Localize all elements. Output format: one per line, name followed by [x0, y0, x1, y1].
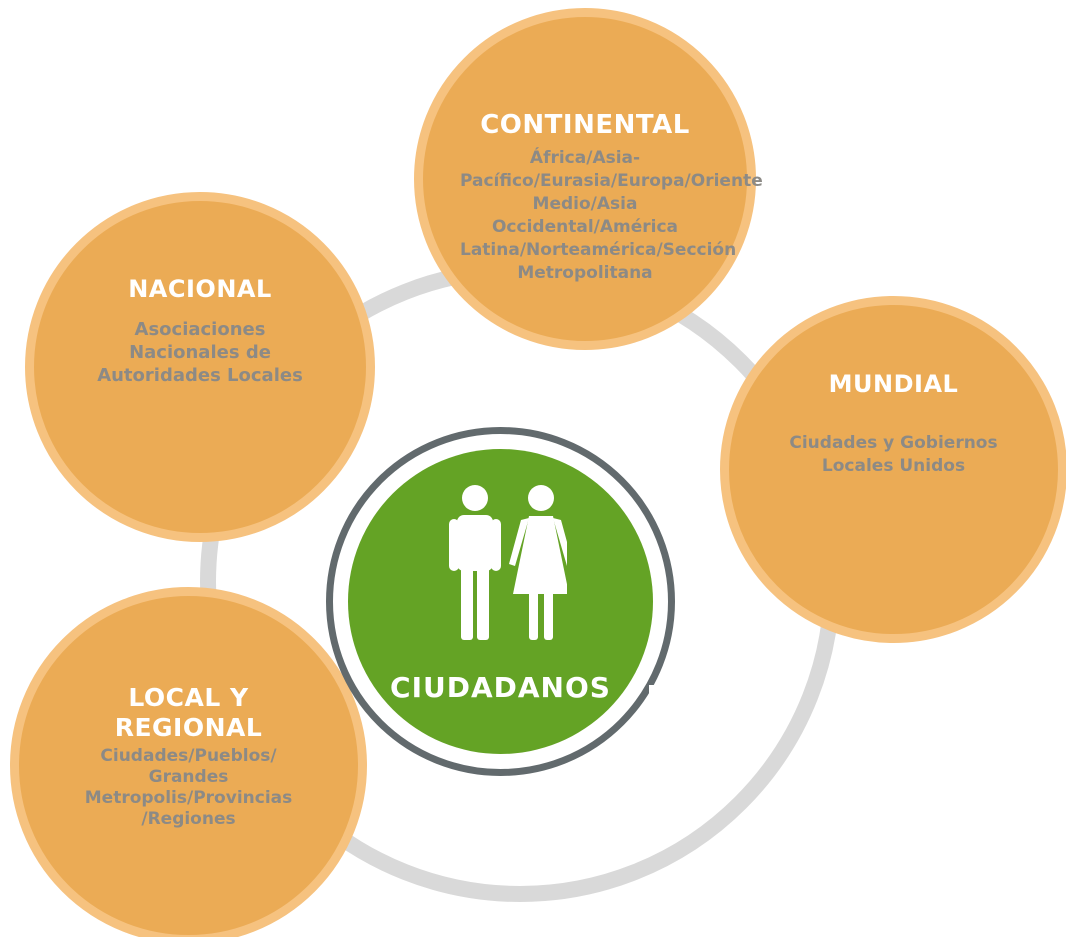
node-continental: CONTINENTAL África/Asia-Pacífico/Eurasia…: [414, 8, 763, 350]
node-nacional: NACIONAL Asociaciones Nacionales de Auto…: [25, 192, 375, 542]
center-node: CIUDADANOS: [326, 427, 675, 776]
node-local-regional-title: LOCAL Y REGIONAL: [114, 683, 263, 742]
node-nacional-description: Asociaciones Nacionales de Autoridades L…: [97, 319, 303, 386]
node-continental-title: CONTINENTAL: [480, 110, 690, 140]
node-nacional-title: NACIONAL: [128, 275, 272, 303]
center-title: CIUDADANOS: [390, 671, 611, 704]
node-mundial-description: Ciudades y Gobiernos Locales Unidos: [789, 433, 998, 476]
man-woman-icon: [449, 485, 567, 640]
node-local-regional: LOCAL Y REGIONAL Ciudades/Pueblos/ Grand…: [10, 587, 367, 937]
node-local-regional-description: Ciudades/Pueblos/ Grandes Metropolis/Pro…: [84, 746, 293, 829]
node-mundial: MUNDIAL Ciudades y Gobiernos Locales Uni…: [720, 296, 1066, 643]
center-circle: CIUDADANOS: [348, 449, 653, 754]
node-continental-description: África/Asia-Pacífico/Eurasia/Europa/Orie…: [460, 148, 763, 283]
divider-mark: [649, 685, 654, 699]
node-mundial-title: MUNDIAL: [828, 370, 959, 398]
